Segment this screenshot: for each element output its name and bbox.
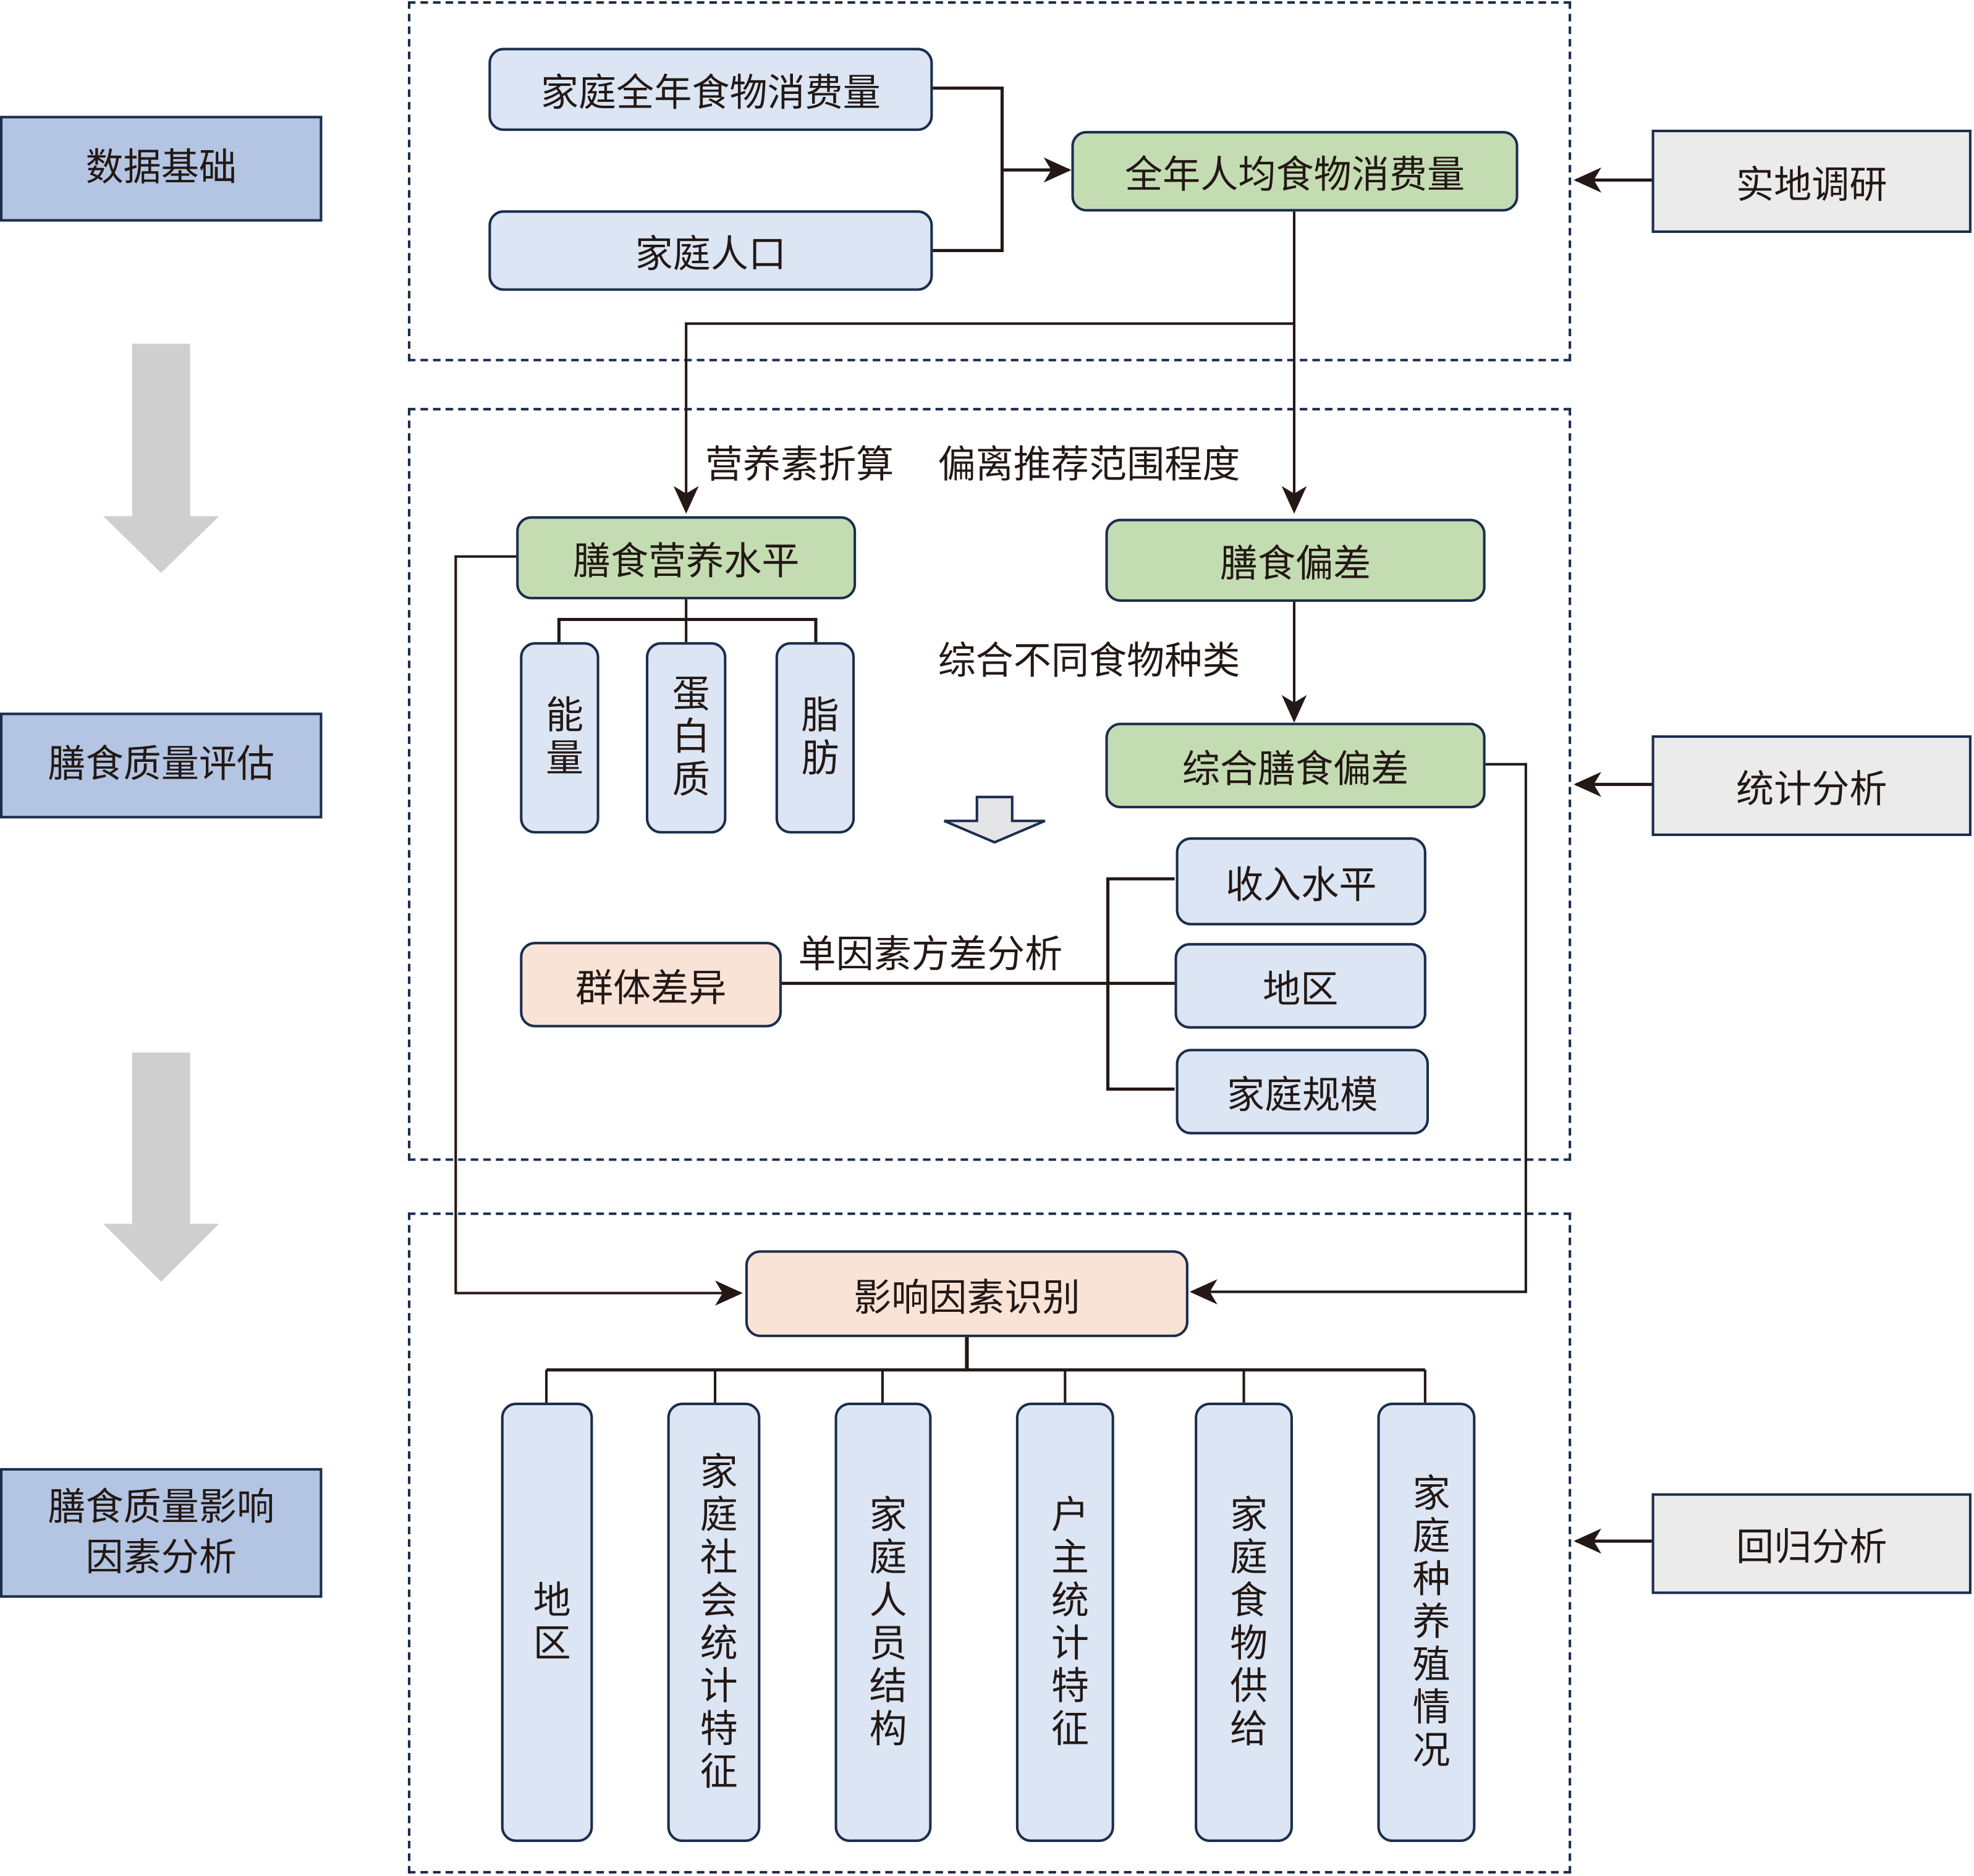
stage-factor-analysis: 膳食质量影响因素分析 <box>0 1468 323 1598</box>
box-label: 膳食偏差 <box>1219 543 1371 587</box>
box-label: 户主统计特征 <box>1043 1494 1088 1751</box>
box-household-food-consumption: 家庭全年食物消费量 <box>488 48 933 131</box>
box-nutrient-energy: 能量 <box>520 642 599 834</box>
box-factor-household-socio-stats: 家庭社会统计特征 <box>667 1402 761 1843</box>
connector-combined-to-factors <box>1189 763 1527 1304</box>
section-frame-factors <box>407 1212 1572 1874</box>
connector-nutrition-to-factors <box>454 555 743 1306</box>
box-factor-farming: 家庭种养殖情况 <box>1377 1402 1476 1843</box>
box-label: 全年人均食物消费量 <box>1125 153 1465 198</box>
box-diet-deviation: 膳食偏差 <box>1105 518 1486 602</box>
method-label: 统计分析 <box>1736 767 1887 813</box>
stage-label: 膳食质量评估 <box>48 743 275 787</box>
box-label: 膳食营养水平 <box>572 540 800 585</box>
box-nutrient-protein: 蛋白质 <box>645 642 727 834</box>
box-combined-diet-deviation: 综合膳食偏差 <box>1105 722 1486 809</box>
box-factor-household-structure: 家庭人员结构 <box>834 1402 932 1843</box>
method-label: 回归分析 <box>1736 1526 1887 1570</box>
section-frame-data <box>407 1 1572 361</box>
box-group-region: 地区 <box>1174 943 1426 1029</box>
connector-to-nutrition <box>673 322 1295 514</box>
box-group-income: 收入水平 <box>1176 837 1426 926</box>
box-factor-region: 地区 <box>501 1402 593 1843</box>
box-label: 家庭食物供给 <box>1222 1494 1267 1751</box>
flow-arrow-down-icon <box>103 1052 219 1282</box>
connector-nutrients-bus <box>557 617 818 643</box>
flow-arrow-down-icon <box>103 344 219 573</box>
stage-label: 数据基础 <box>85 146 237 190</box>
box-label: 家庭社会统计特征 <box>692 1451 737 1794</box>
box-label: 影响因素识别 <box>854 1276 1080 1320</box>
box-household-population: 家庭人口 <box>488 210 933 291</box>
hollow-down-arrow-icon <box>943 795 1046 844</box>
method-field-survey: 实地调研 <box>1651 129 1972 233</box>
method-regression-analysis: 回归分析 <box>1651 1493 1972 1594</box>
edge-label-anova: 单因素方差分析 <box>798 932 1063 978</box>
section-frame-assessment <box>407 408 1572 1161</box>
box-group-differences: 群体差异 <box>520 942 782 1028</box>
box-label: 蛋白质 <box>664 674 709 802</box>
box-factor-head-stats: 户主统计特征 <box>1015 1402 1114 1843</box>
stage-data-foundation: 数据基础 <box>0 116 323 222</box>
edge-label-combine-food-types: 综合不同食物种类 <box>938 640 1240 684</box>
box-label: 脂肪 <box>794 695 838 781</box>
box-label: 家庭人口 <box>635 232 787 277</box>
box-per-capita-consumption: 全年人均食物消费量 <box>1071 130 1519 212</box>
box-label: 群体差异 <box>575 966 727 1012</box>
box-diet-nutrition-level: 膳食营养水平 <box>516 516 857 599</box>
edge-label-nutrient-conversion: 营养素折算 <box>705 443 894 488</box>
connector-household-food <box>933 87 1004 253</box>
box-label: 地区 <box>525 1579 570 1665</box>
factor-drops <box>545 1369 1426 1403</box>
box-nutrient-fat: 脂肪 <box>775 642 855 834</box>
stage-label: 膳食质量影响因素分析 <box>48 1485 275 1580</box>
box-label: 家庭种养殖情况 <box>1405 1472 1449 1772</box>
box-label: 家庭全年食物消费量 <box>540 72 881 116</box>
stage-diet-quality-assessment: 膳食质量评估 <box>0 712 323 819</box>
method-label: 实地调研 <box>1736 163 1887 208</box>
box-factor-food-supply: 家庭食物供给 <box>1195 1402 1293 1843</box>
box-label: 地区 <box>1263 968 1339 1013</box>
box-label: 能量 <box>538 695 583 781</box>
box-label: 家庭规模 <box>1227 1074 1378 1118</box>
connector-groups-bus <box>1106 877 1175 1091</box>
box-label: 综合膳食偏差 <box>1182 748 1409 792</box>
box-group-household-size: 家庭规模 <box>1176 1049 1429 1134</box>
box-factor-identification: 影响因素识别 <box>745 1250 1188 1337</box>
method-statistical-analysis: 统计分析 <box>1651 735 1972 836</box>
box-label: 家庭人员结构 <box>862 1494 906 1751</box>
edge-label-deviation-degree: 偏离推荐范围程度 <box>938 443 1240 488</box>
box-label: 收入水平 <box>1226 863 1377 908</box>
